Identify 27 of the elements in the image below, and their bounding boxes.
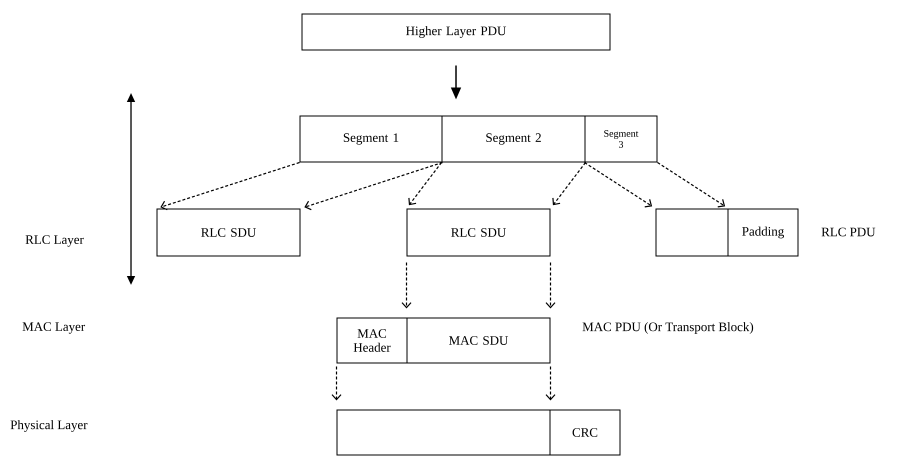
empty-box — [656, 208, 728, 256]
box: RLC SDU — [406, 208, 550, 256]
box: Higher Layer PDU — [302, 14, 610, 50]
empty-box — [336, 410, 550, 456]
box: MAC Header — [336, 318, 408, 364]
box: Segment 1 — [300, 116, 442, 162]
box: MAC SDU — [406, 318, 550, 364]
box: CRC — [550, 410, 620, 456]
layer-label: MAC Layer — [22, 322, 86, 334]
arrow — [332, 366, 342, 400]
layer-label: RLC PDU — [822, 228, 876, 236]
box: Padding — [728, 208, 798, 256]
box: RLC SDU — [156, 208, 300, 256]
arrow — [546, 366, 556, 400]
layer-label: RLC Layer — [26, 235, 84, 247]
arrow — [657, 162, 726, 208]
arrow — [546, 262, 556, 308]
layer-label: MAC PDU (Or Transport Block) — [582, 322, 754, 334]
arrow — [160, 162, 300, 210]
arrow — [584, 162, 652, 208]
layer-label: Physical Layer — [10, 420, 88, 432]
arrow — [402, 262, 412, 308]
arrow — [408, 162, 442, 206]
arrow — [304, 162, 443, 210]
arrow — [552, 162, 586, 206]
box: Segment 2 — [442, 116, 586, 162]
box: Segment 3 — [584, 116, 658, 162]
